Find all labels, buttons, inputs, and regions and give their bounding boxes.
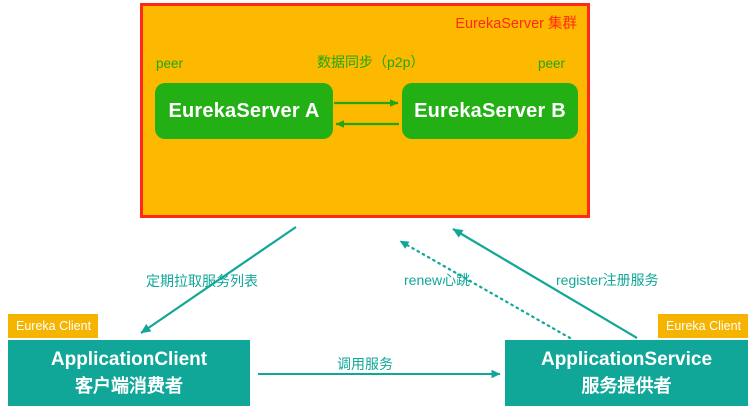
eureka-server-b-node[interactable]: EurekaServer B — [402, 83, 578, 139]
application-service-node[interactable]: ApplicationService 服务提供者 — [505, 340, 748, 406]
application-service-subtitle: 服务提供者 — [581, 376, 672, 396]
application-client-subtitle: 客户端消费者 — [75, 376, 183, 396]
renew-heartbeat-label: renew心跳 — [404, 272, 471, 288]
cluster-title: EurekaServer 集群 — [455, 16, 577, 32]
peer-label-left: peer — [156, 56, 184, 71]
application-service-title: ApplicationService — [540, 349, 713, 370]
application-client-title: ApplicationClient — [50, 349, 208, 370]
invoke-service-label: 调用服务 — [337, 356, 393, 372]
eureka-server-a-node[interactable]: EurekaServer A — [155, 83, 333, 139]
eureka-client-badge-right: Eureka Client — [658, 314, 748, 338]
peer-label-right: peer — [538, 56, 566, 71]
renew-heartbeat-arrow — [398, 239, 572, 340]
pull-service-list-label: 定期拉取服务列表 — [146, 273, 258, 289]
data-sync-label: 数据同步（p2p） — [317, 54, 425, 70]
register-service-label: register注册服务 — [556, 272, 659, 288]
eureka-client-badge-left: Eureka Client — [8, 314, 98, 338]
application-client-node[interactable]: ApplicationClient 客户端消费者 — [8, 340, 250, 406]
